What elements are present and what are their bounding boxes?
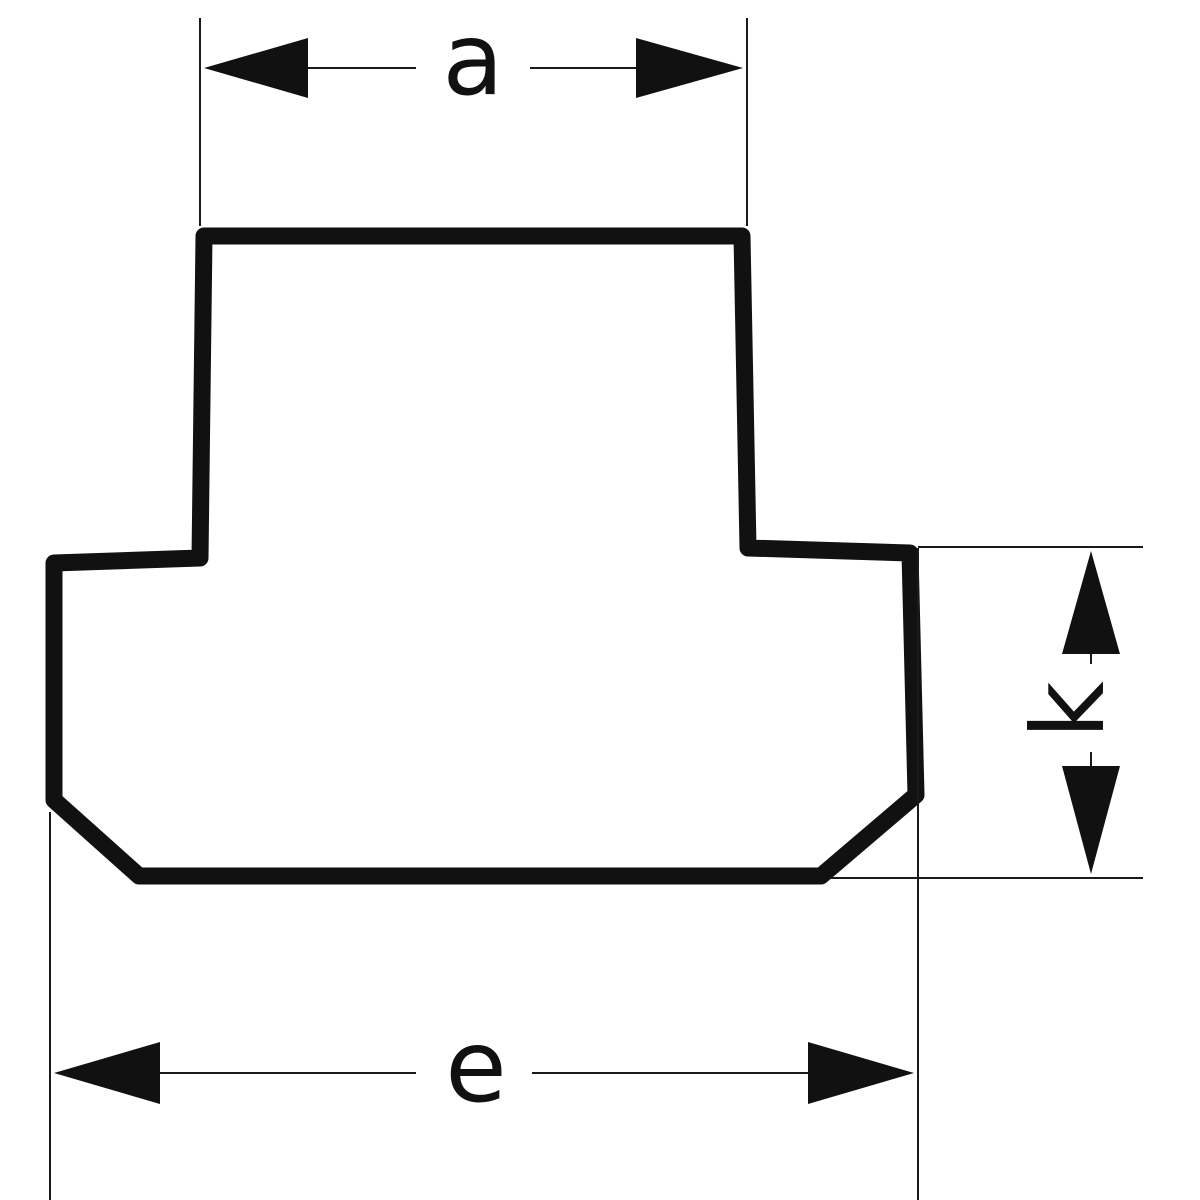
arrowhead-a-right [636,38,743,98]
dimension-label-k: k [1010,681,1127,739]
dimension-label-a: a [442,1,503,118]
dimension-e: e [54,1008,914,1125]
arrowhead-e-right [808,1042,914,1104]
profile-outline [45,227,925,885]
dimension-label-e: e [445,1008,507,1125]
arrowhead-e-left [54,1042,160,1104]
dimension-k: k [1010,551,1127,874]
arrowhead-k-bottom [1062,766,1120,874]
dimension-a: a [204,1,743,118]
arrowhead-k-top [1062,551,1120,654]
arrowhead-a-left [204,38,308,98]
